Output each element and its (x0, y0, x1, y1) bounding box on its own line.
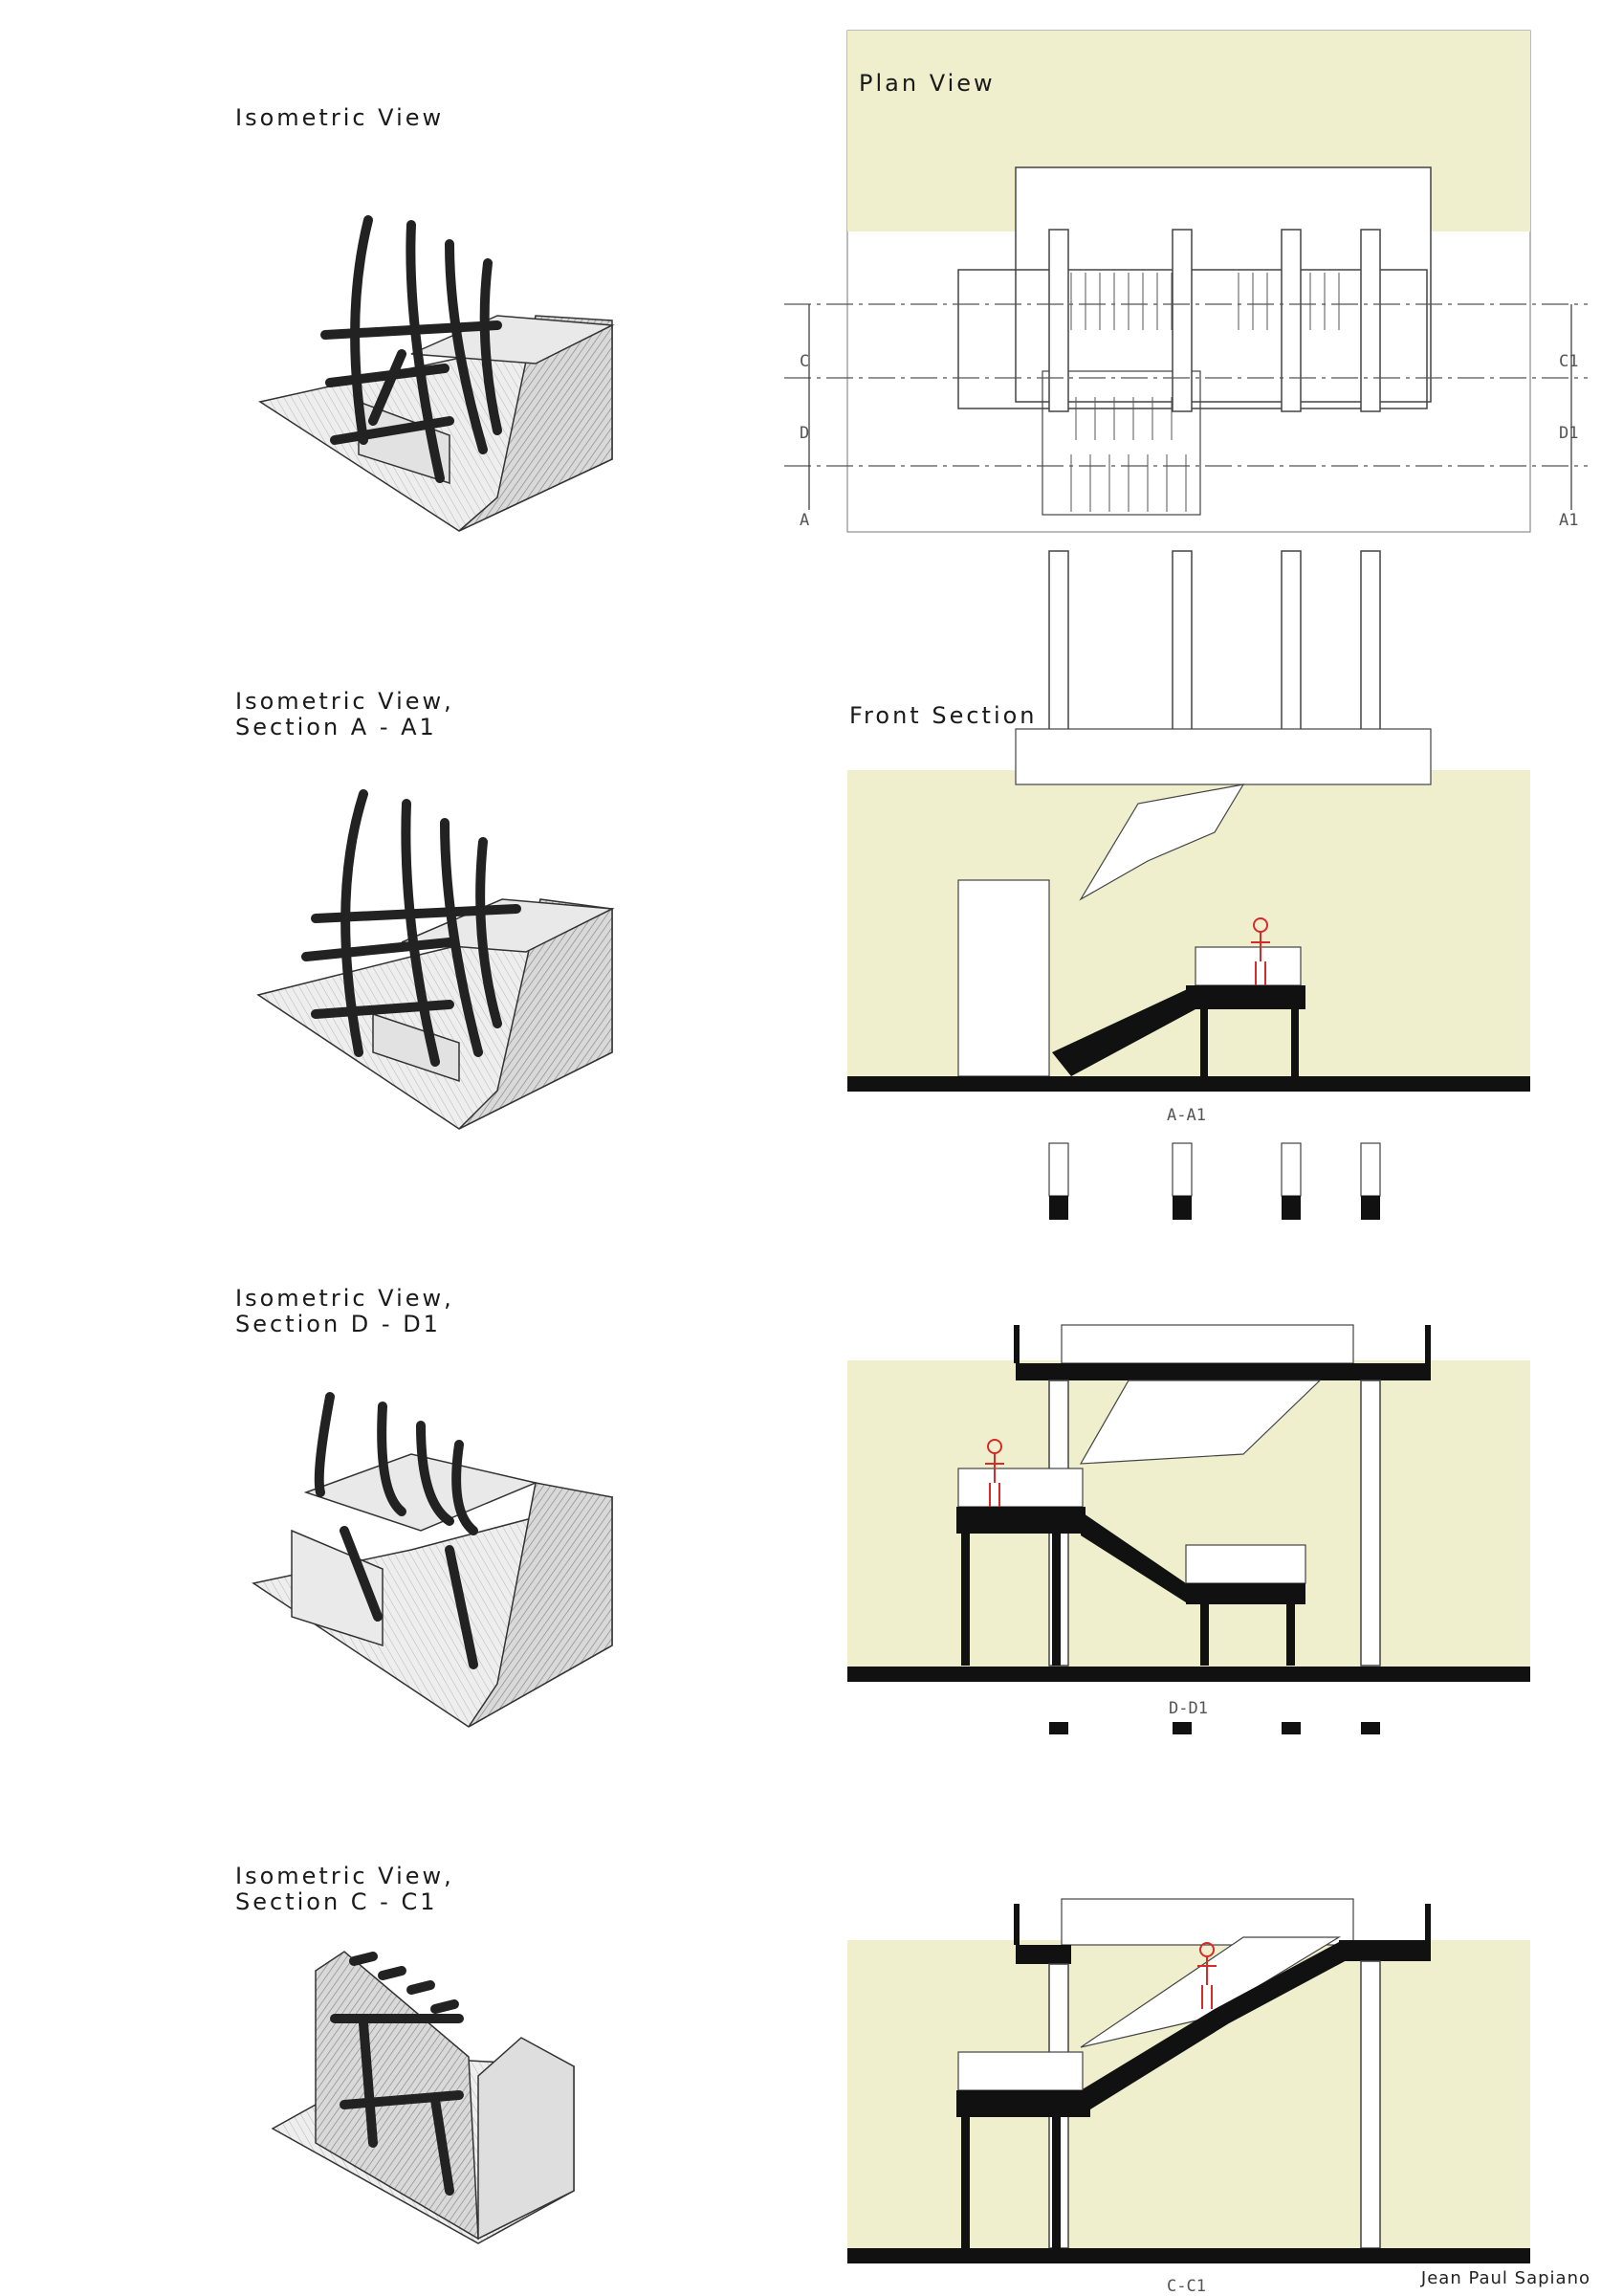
caption-section-a: A-A1 (1167, 1106, 1206, 1125)
plan-view-drawing (784, 30, 1588, 533)
isometric-view-section-c (271, 1951, 575, 2244)
author-credit: Jean Paul Sapiano (1420, 2268, 1590, 2288)
caption-section-c: C-C1 (1167, 2277, 1206, 2296)
label-isometric-section-d: Isometric View, Section D - D1 (235, 1285, 454, 1337)
column-stubs (1048, 1142, 1381, 1220)
isometric-view-full (258, 215, 615, 532)
label-isometric-view: Isometric View (235, 104, 445, 131)
section-mark-c-right: C1 (1559, 352, 1579, 371)
section-mark-c-left: C (800, 352, 810, 371)
label-isometric-section-c: Isometric View, Section C - C1 (235, 1863, 454, 1915)
section-mark-d-right: D1 (1559, 424, 1579, 443)
section-mark-d-left: D (800, 424, 810, 443)
section-d-d1 (847, 1324, 1530, 1682)
label-isometric-section-a: Isometric View, Section A - A1 (235, 688, 454, 740)
label-plan-view: Plan View (859, 70, 996, 97)
caption-section-d: D-D1 (1169, 1699, 1208, 1718)
isometric-view-section-d (252, 1392, 613, 1728)
isometric-view-section-a (256, 789, 615, 1130)
front-section-a-a1 (847, 728, 1530, 1092)
column-marks-d (1049, 1722, 1380, 1734)
section-c-c1 (847, 1898, 1530, 2263)
section-mark-a-right: A1 (1559, 511, 1579, 530)
label-front-section: Front Section (849, 702, 1038, 729)
section-mark-a-left: A (800, 511, 810, 530)
